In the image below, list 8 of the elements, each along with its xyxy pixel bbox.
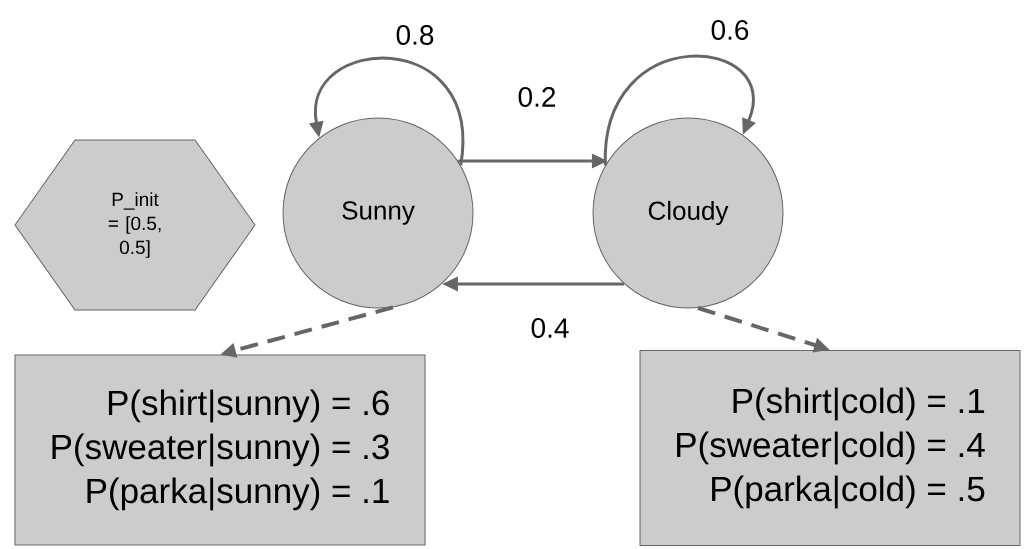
hexagon-node: P_init = [0.5, 0.5] (14, 139, 256, 311)
probability-box: P(shirt|sunny) = .6 P(sweater|sunny) = .3 P(parka|sunny) = .1 (14, 354, 426, 546)
edge-label: 0.8 (393, 23, 437, 47)
edge-label: 0.4 (528, 316, 572, 340)
edge-label: 0.6 (708, 18, 752, 42)
probability-box: P(shirt|cold) = .1 P(sweater|cold) = .4 P(parka|cold) = .5 (639, 350, 1021, 546)
edge-label: 0.2 (515, 85, 559, 109)
arrow (603, 54, 756, 166)
